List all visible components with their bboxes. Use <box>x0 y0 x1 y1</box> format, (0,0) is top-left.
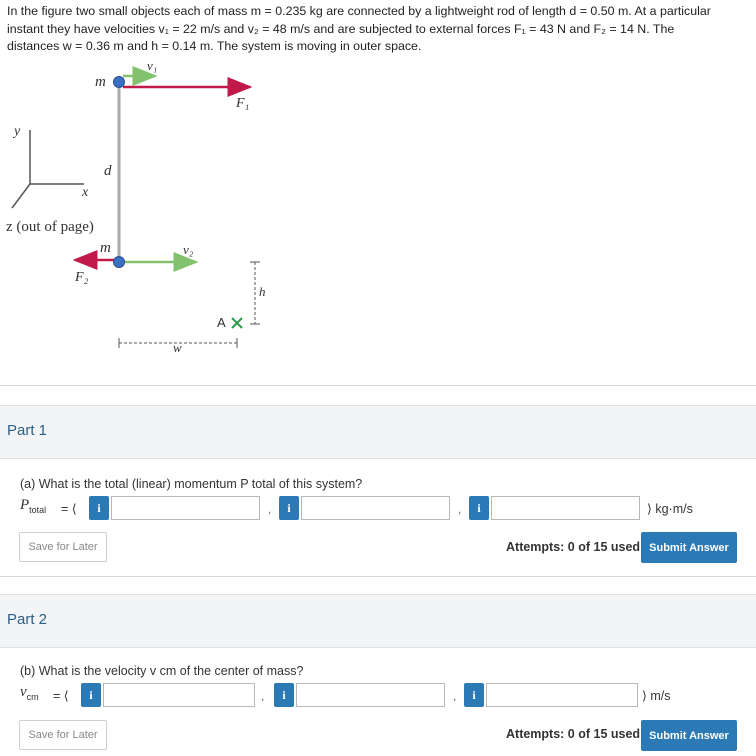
section-divider <box>0 576 756 577</box>
v-cm-units: ⟩ m/s <box>642 689 671 703</box>
p-total-y-input[interactable] <box>301 496 450 520</box>
info-icon[interactable]: i <box>464 683 484 707</box>
problem-statement: In the figure two small objects each of … <box>7 3 752 56</box>
section-divider <box>0 385 756 386</box>
p-total-z-input[interactable] <box>491 496 640 520</box>
label-w: w <box>173 340 182 355</box>
info-icon[interactable]: i <box>81 683 101 707</box>
z-axis <box>11 183 31 209</box>
p-total-label: Ptotal <box>20 497 47 515</box>
label-f1: F₁ <box>235 96 249 111</box>
part-1-attempts: Attempts: 0 of 15 used <box>506 540 641 554</box>
label-y: y <box>12 124 21 139</box>
label-m-top: m <box>95 74 106 90</box>
label-z: z (out of page) <box>6 219 94 235</box>
v-cm-z-input[interactable] <box>486 683 638 707</box>
part-2-answer-row: vcm = ⟨ i , i , i ⟩ m/s <box>18 683 748 709</box>
label-m-bottom: m <box>100 240 111 256</box>
part-2-attempts: Attempts: 0 of 15 used <box>506 727 641 741</box>
p-total-open-bracket: = ⟨ <box>61 502 77 516</box>
part-2-header: Part 2 <box>0 594 756 648</box>
part-1-submit-button[interactable]: Submit Answer <box>641 532 737 563</box>
mass-bottom <box>113 256 125 268</box>
part-2-question: (b) What is the velocity v cm of the cen… <box>20 664 304 678</box>
label-h: h <box>259 284 266 299</box>
info-icon[interactable]: i <box>469 496 489 520</box>
part-2-submit-button[interactable]: Submit Answer <box>641 720 737 751</box>
point-a-marker <box>231 317 243 329</box>
label-v2: v₂ <box>183 242 194 257</box>
p-total-units: ⟩ kg·m/s <box>647 502 693 516</box>
problem-line-1: In the figure two small objects each of … <box>7 4 711 18</box>
part-1-question: (a) What is the total (linear) momentum … <box>20 477 363 491</box>
v-cm-label: vcm <box>20 684 39 702</box>
part-1-header: Part 1 <box>0 405 756 459</box>
mass-top <box>113 76 125 88</box>
physics-figure: m v₁ F₁ d y x z (out of page) m v₂ F₂ h … <box>6 58 266 355</box>
label-a: A <box>217 315 226 330</box>
part-2-save-button[interactable]: Save for Later <box>19 720 107 750</box>
v-cm-y-input[interactable] <box>296 683 445 707</box>
part-2-title: Part 2 <box>7 611 48 628</box>
part-1-answer-row: Ptotal = ⟨ i , i , i ⟩ kg·m/s <box>18 496 748 522</box>
v-cm-open-bracket: = ⟨ <box>53 689 69 703</box>
problem-line-2: instant they have velocities v₁ = 22 m/s… <box>7 21 675 36</box>
info-icon[interactable]: i <box>279 496 299 520</box>
part-1-save-button[interactable]: Save for Later <box>19 532 107 562</box>
label-v1: v₁ <box>147 58 157 73</box>
p-total-x-input[interactable] <box>111 496 260 520</box>
problem-line-3: distances w = 0.36 m and h = 0.14 m. The… <box>7 39 422 53</box>
label-f2: F₂ <box>74 270 89 285</box>
label-d: d <box>104 163 112 179</box>
label-x: x <box>81 185 89 200</box>
info-icon[interactable]: i <box>274 683 294 707</box>
part-1-title: Part 1 <box>7 422 48 439</box>
info-icon[interactable]: i <box>89 496 109 520</box>
v-cm-x-input[interactable] <box>103 683 255 707</box>
